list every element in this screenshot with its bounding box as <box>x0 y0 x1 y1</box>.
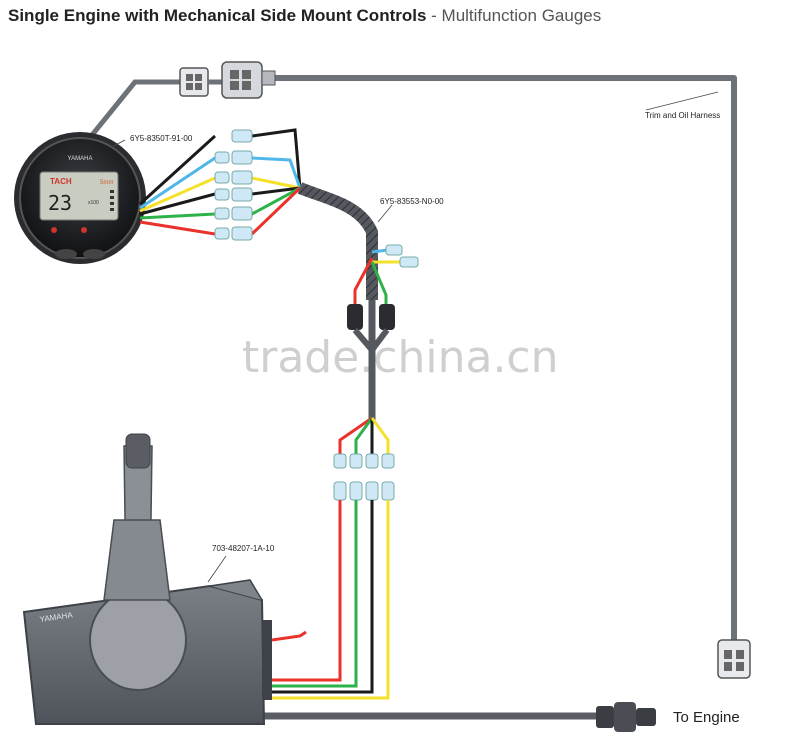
multifunction-gauge: YAMAHA TACH 5mm 23 x100 <box>14 132 146 264</box>
trim-harness-end-connector <box>717 639 751 679</box>
watermark: trade.china.cn <box>242 332 559 383</box>
control-part-label: 703-48207-1A-10 <box>212 544 275 553</box>
to-engine-label: To Engine <box>673 709 740 726</box>
harness-side-wires <box>353 244 419 310</box>
side-mount-control: YAMAHA <box>22 433 307 725</box>
trim-harness-label: Trim and Oil Harness <box>645 111 720 120</box>
gauge-corner-label: 5mm <box>100 180 113 186</box>
page-title: Single Engine with Mechanical Side Mount… <box>8 6 601 26</box>
harness-connector-large <box>221 61 276 99</box>
gauge-mode: TACH <box>50 177 72 186</box>
harness-connector-small <box>179 67 222 97</box>
harness-plug-pair <box>347 304 395 352</box>
title-main: Single Engine with Mechanical Side Mount… <box>8 6 427 25</box>
harness-part-label: 6Y5-83553-N0-00 <box>380 197 444 206</box>
gauge-reading: 23 <box>48 191 72 215</box>
main-harness <box>297 182 393 420</box>
trim-oil-harness <box>86 75 737 640</box>
gauge-part-label: 6Y5-8350T-91-00 <box>130 134 193 143</box>
title-separator: - <box>426 6 442 25</box>
engine-cable <box>264 702 656 732</box>
title-sub: Multifunction Gauges <box>441 6 602 25</box>
gauge-wires <box>138 128 302 236</box>
gauge-bullet-connectors <box>214 129 253 241</box>
gauge-unit: x100 <box>88 200 99 206</box>
gauge-brand: YAMAHA <box>68 156 93 162</box>
control-wires <box>268 416 395 700</box>
